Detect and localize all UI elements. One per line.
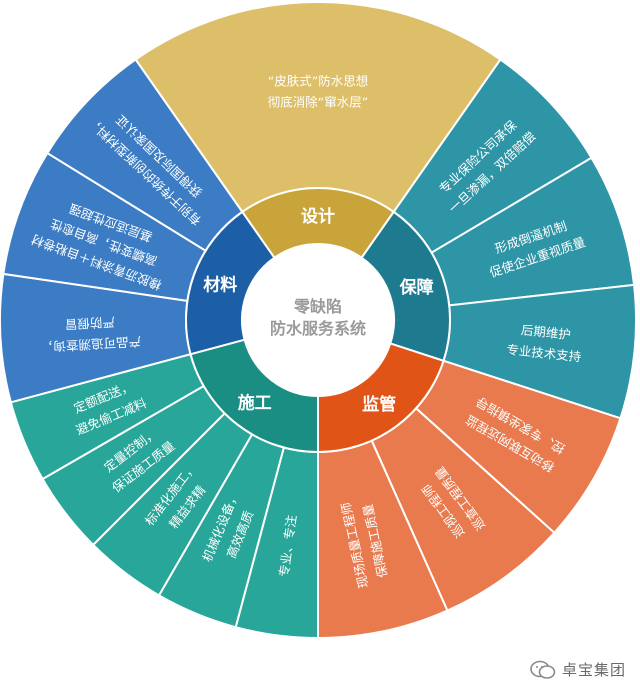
- wechat-icon: [530, 660, 556, 679]
- sector-label: 设计: [301, 206, 335, 227]
- sector-label: 监管: [362, 394, 396, 415]
- brand-name: 卓宝集团: [561, 661, 626, 679]
- center-title-line-2: 防水服务系统: [270, 319, 366, 338]
- outer-label-line: 严防假冒: [64, 314, 115, 332]
- sector-label: 施工: [238, 393, 272, 414]
- outer-segment-label: 产品可追溯查询， 严防假冒: [41, 314, 142, 355]
- outer-label-line: 后期维护: [520, 322, 571, 342]
- outer-ring: “皮肤式”防水思想彻底消除“窜水层”专业保险公司承保一旦渗漏，双倍赔偿形成倒逼机…: [0, 1, 637, 640]
- center-title-line-1: 零缺陷: [293, 297, 342, 316]
- outer-label-line: “皮肤式”防水思想: [268, 74, 368, 89]
- sector-label: 保障: [399, 277, 434, 298]
- outer-label-line: 彻底消除“窜水层”: [268, 95, 368, 110]
- brand-watermark: 卓宝集团: [530, 659, 626, 680]
- sector-label: 材料: [203, 274, 237, 295]
- center-circle: 零缺陷 防水服务系统: [242, 244, 394, 396]
- outer-label-line: 产品可追溯查询，: [41, 334, 142, 355]
